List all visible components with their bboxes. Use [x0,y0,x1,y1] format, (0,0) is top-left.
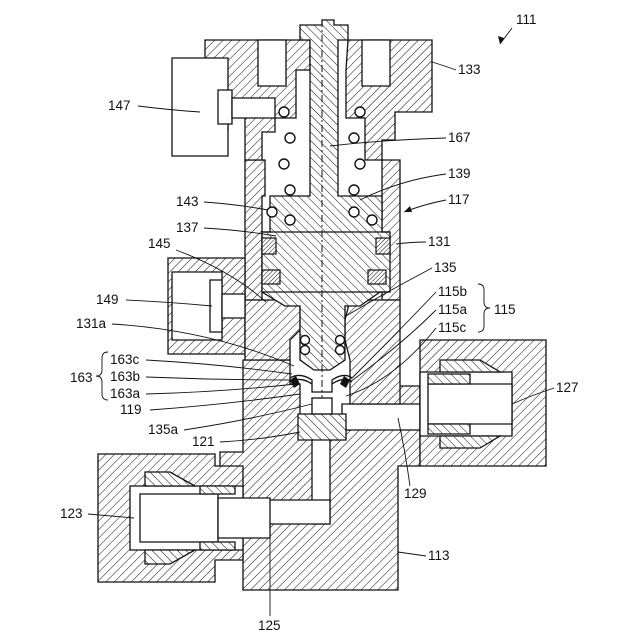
label-131a: 131a [76,316,107,331]
label-149: 149 [96,292,119,307]
label-135a: 135a [148,422,179,437]
label-115: 115 [494,302,516,317]
label-133: 133 [458,62,481,77]
leader-111-arrow [500,28,512,44]
label-167: 167 [448,130,471,145]
label-115c: 115c [438,320,467,335]
label-163c: 163c [110,352,140,367]
arrowhead-117 [404,206,412,212]
leader-113 [398,552,426,556]
label-115a: 115a [438,302,468,317]
label-123: 123 [60,506,83,521]
label-143: 143 [176,194,199,209]
label-127: 127 [556,380,579,395]
label-121: 121 [192,434,215,449]
label-137: 137 [176,220,199,235]
outlet-fitting-127 [420,340,546,466]
leader-133 [432,62,456,70]
bracket-163 [96,352,108,400]
label-115b: 115b [438,284,467,299]
label-131: 131 [428,234,451,249]
label-129: 129 [404,486,427,501]
label-119: 119 [120,402,142,417]
label-111: 111 [516,12,537,27]
label-163: 163 [70,370,93,385]
label-139: 139 [448,166,471,181]
label-117: 117 [448,192,470,207]
label-163b: 163b [110,369,140,384]
bracket-115 [478,284,490,332]
label-125: 125 [258,618,281,633]
label-145: 145 [148,236,171,251]
valve-seat-121 [298,398,346,440]
label-163a: 163a [110,386,141,401]
label-113: 113 [428,548,450,563]
label-147: 147 [108,98,131,113]
label-135: 135 [434,260,457,275]
